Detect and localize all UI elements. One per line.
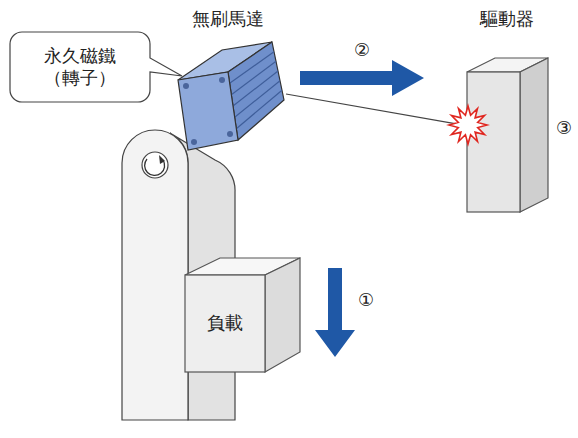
screw-hole (219, 77, 225, 83)
screw-hole (227, 131, 233, 137)
motor-flange (178, 72, 238, 150)
callout-bubble (10, 32, 182, 102)
fault-burst (449, 106, 487, 144)
signal-arrow (300, 60, 424, 96)
load-front (185, 275, 265, 372)
motor-fin (236, 90, 282, 128)
load-arrow (315, 268, 355, 357)
column-front (122, 130, 188, 420)
node-text: 無刷馬達 (192, 8, 264, 31)
load-node: 負載 (185, 275, 265, 372)
node-text: 負載 (207, 312, 243, 335)
callout-number: ② (354, 41, 370, 59)
motor-cable (286, 94, 462, 125)
driver-side (520, 58, 548, 212)
motor-fin (235, 81, 280, 118)
node-text: 驅動器 (480, 8, 534, 31)
load-side (265, 258, 300, 372)
driver-node: 驅動器 (462, 4, 552, 216)
callout-node: 永久磁鐵 （轉子） (10, 32, 150, 102)
motor-node: 無刷馬達 (170, 4, 286, 154)
screw-hole (191, 139, 197, 145)
rotation-arrowhead (159, 155, 165, 164)
callout-number: ③ (556, 119, 572, 137)
driver-front (467, 72, 520, 212)
node-text: 永久磁鐵 （轉子） (34, 45, 126, 90)
callout-number: ① (358, 291, 374, 309)
screw-hole (183, 83, 189, 89)
pulley (142, 152, 168, 178)
